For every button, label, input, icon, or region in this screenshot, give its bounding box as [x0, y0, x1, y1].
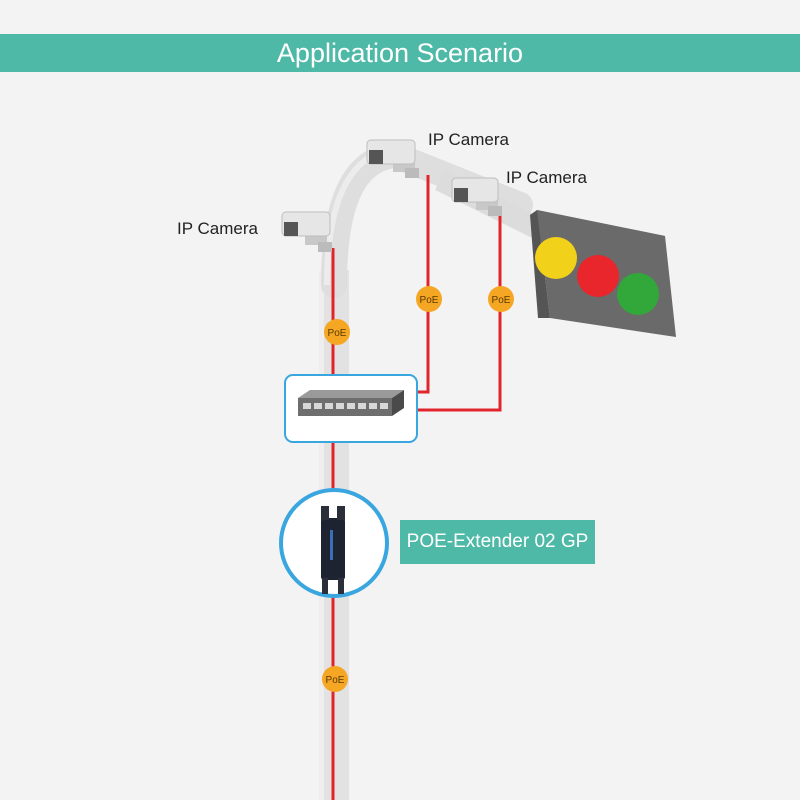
- poe-badge-pole-upper: PoE: [324, 319, 350, 345]
- poe-switch: [284, 374, 418, 443]
- poe-badge-middle-camera: PoE: [416, 286, 442, 312]
- poe-badge-right-camera: PoE: [488, 286, 514, 312]
- svg-text:PoE: PoE: [420, 295, 439, 306]
- ip-camera-left: [281, 211, 332, 252]
- poe-badge-pole-lower: PoE: [322, 666, 348, 692]
- poe-cables: [331, 175, 502, 800]
- camera-label-right: IP Camera: [506, 168, 587, 187]
- svg-text:PoE: PoE: [328, 328, 347, 339]
- traffic-light-yellow: [535, 237, 577, 279]
- page-title: Application Scenario: [0, 34, 800, 72]
- camera-label-left: IP Camera: [177, 219, 258, 238]
- poe-extender-device: [279, 488, 389, 598]
- street-pole: [319, 141, 550, 800]
- ip-camera-right: [451, 177, 502, 216]
- ip-camera-middle: [366, 139, 419, 178]
- extender-label: POE-Extender 02 GP: [400, 520, 595, 564]
- traffic-light: [530, 210, 676, 337]
- traffic-light-green: [617, 273, 659, 315]
- svg-text:PoE: PoE: [326, 675, 345, 686]
- camera-label-middle: IP Camera: [428, 130, 509, 149]
- traffic-light-red: [577, 255, 619, 297]
- svg-text:PoE: PoE: [492, 295, 511, 306]
